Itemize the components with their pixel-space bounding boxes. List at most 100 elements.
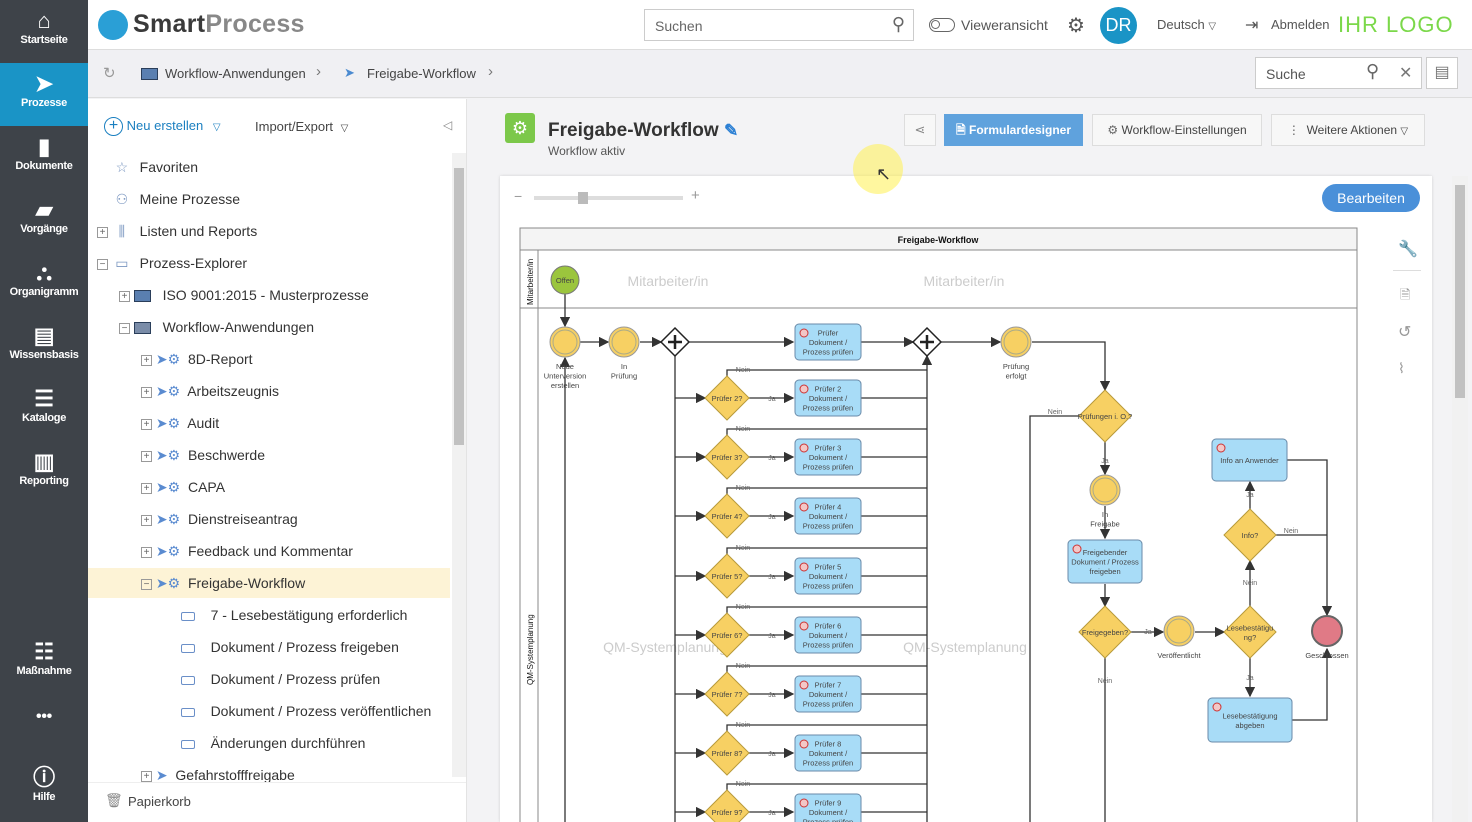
nav-organigramm[interactable]: ⛬Organigramm [0,252,88,315]
avatar[interactable]: DR [1100,7,1137,44]
task-t6[interactable] [794,616,862,654]
zoom-slider[interactable] [534,192,683,204]
decision-d8[interactable] [704,730,750,776]
trash-item[interactable]: 🗑 Papierkorb [88,782,466,822]
zoom-out-button[interactable]: − [514,188,523,204]
nav-vorgaenge[interactable]: ▰Vorgänge [0,189,88,252]
pool-header[interactable] [519,227,1358,251]
clear-icon[interactable]: ✕ [1399,65,1413,82]
task-t7[interactable] [794,675,862,713]
decision-d6[interactable] [704,612,750,658]
expand-icon[interactable]: + [141,482,152,494]
nav-dokumente[interactable]: ▮Dokumente [0,126,88,189]
decision-d7[interactable] [704,671,750,717]
task-user-icon[interactable] [799,443,809,453]
expand-icon[interactable]: + [141,354,152,366]
flow-line[interactable] [1292,647,1333,721]
task-t4[interactable] [794,497,862,535]
edit-button[interactable]: Bearbeiten [1322,184,1420,212]
expand-icon[interactable]: + [141,386,152,398]
expand-icon[interactable]: + [141,514,152,526]
nav-reporting[interactable]: ▥Reporting [0,441,88,504]
workflow-diagram[interactable]: Freigabe-WorkflowMitarbeiter/inQM-System… [500,176,1432,822]
flow-line[interactable] [726,665,927,672]
flow-line[interactable] [1029,415,1079,822]
task-user-icon[interactable] [799,384,809,394]
flow-line[interactable] [726,724,927,731]
expand-icon[interactable]: + [141,546,152,558]
event-ring[interactable] [552,329,578,355]
collapse-icon[interactable]: − [97,258,108,270]
refresh-icon[interactable]: ↻ [103,65,116,82]
start-event[interactable] [550,265,580,295]
decision-d4[interactable] [704,493,750,539]
edit-pencil-icon[interactable]: ✎ [723,121,739,140]
flow-line[interactable] [726,606,927,613]
decision-dok[interactable] [1078,389,1132,443]
viewer-toggle[interactable] [929,18,955,32]
nav-prozesse[interactable]: ➤Prozesse [0,63,88,126]
task-user-icon[interactable] [799,680,809,690]
more-actions-button[interactable]: ⋮ Weitere Aktionen ▽ [1271,114,1425,146]
task-user-icon[interactable] [799,798,809,808]
task-t2[interactable] [794,379,862,417]
form-designer-button[interactable]: 🗎 Formulardesigner [944,114,1083,146]
flow-line[interactable] [1032,341,1111,392]
decision-d3[interactable] [704,434,750,480]
event-ring[interactable] [1092,477,1118,503]
decision-dlese[interactable] [1223,605,1277,659]
event-e1[interactable] [549,326,581,358]
decision-dfrei[interactable] [1078,605,1132,659]
event-ring[interactable] [611,329,637,355]
tree-item-workflow[interactable]: − ➤⚙ Freigabe-Workflow [88,568,450,598]
expand-icon[interactable]: + [141,770,152,782]
event-e2[interactable] [608,326,640,358]
breadcrumb-item[interactable]: Freigabe-Workflow [367,66,476,81]
task-tinfo[interactable] [1211,438,1288,482]
decision-d9[interactable] [704,789,750,822]
decision-d2[interactable] [704,375,750,421]
nav-startseite[interactable]: ⌂Startseite [0,0,88,63]
chart-icon[interactable]: ⌇ [1398,360,1405,376]
collapse-icon[interactable]: − [141,578,152,590]
task-user-icon[interactable] [1072,544,1082,554]
nav-wissensbasis[interactable]: ▤Wissensbasis [0,315,88,378]
task-t3[interactable] [794,438,862,476]
expand-icon[interactable]: + [141,418,152,430]
flow-line[interactable] [726,369,927,376]
tree-search-input[interactable]: Suche ⚲ ✕ [1255,57,1422,89]
decision-dinfo[interactable] [1223,508,1277,562]
expand-icon[interactable]: + [119,290,130,302]
expand-icon[interactable]: + [97,226,108,238]
task-user-icon[interactable] [799,562,809,572]
main-scrollbar[interactable] [1452,176,1468,822]
event-ring[interactable] [1003,329,1029,355]
collapse-icon[interactable]: − [119,322,130,334]
task-t9[interactable] [794,793,862,822]
global-search-input[interactable]: Suchen ⚲ [644,9,914,41]
nav-more[interactable]: ••• [36,708,52,725]
search-icon[interactable]: ⚲ [1366,61,1380,81]
list-view-button[interactable]: ▤ [1426,57,1458,89]
collapse-panel-icon[interactable]: ◁ [443,118,453,132]
task-tlese[interactable] [1207,697,1293,743]
zoom-in-button[interactable]: + [691,187,700,204]
end-event[interactable] [1311,615,1343,647]
tree-scrollbar[interactable] [452,153,466,777]
nav-massnahme[interactable]: ☷Maßnahme [0,631,88,694]
event-e3[interactable] [1000,326,1032,358]
history-icon[interactable]: ↺ [1398,324,1412,341]
task-user-icon[interactable] [1216,443,1226,453]
event-ring[interactable] [1166,618,1192,644]
logout-link[interactable]: Abmelden [1271,17,1330,32]
plus-icon[interactable] [668,335,682,349]
task-user-icon[interactable] [799,739,809,749]
task-user-icon[interactable] [799,621,809,631]
share-button[interactable]: ⋖ [904,114,936,146]
expand-icon[interactable]: + [141,450,152,462]
plus-icon[interactable] [920,335,934,349]
task-t5[interactable] [794,557,862,595]
task-user-icon[interactable] [1212,702,1222,712]
flow-line[interactable] [726,783,927,790]
